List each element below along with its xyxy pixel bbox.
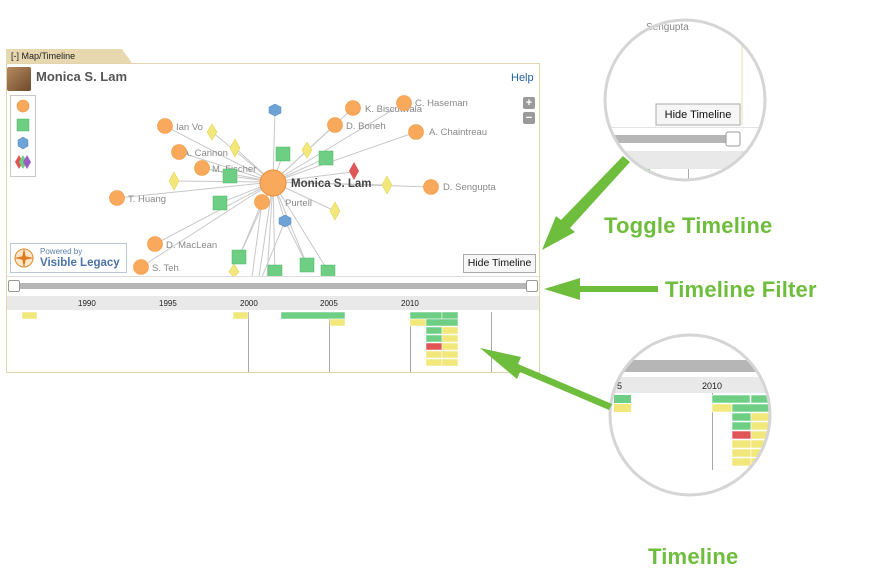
zoom-top-hide-button-label: Hide Timeline xyxy=(665,109,732,121)
powered-by-label: Powered by xyxy=(40,247,83,256)
person-label: S. Teh xyxy=(152,263,179,274)
person-label: T. Huang xyxy=(128,194,166,205)
paper-nodes[interactable] xyxy=(212,146,336,277)
map-timeline-tab[interactable]: [-] Map/Timeline xyxy=(6,49,132,63)
zoom-out-button[interactable]: − xyxy=(523,112,535,124)
compass-icon xyxy=(14,248,34,268)
user-name: Monica S. Lam xyxy=(36,69,128,84)
organization-nodes[interactable] xyxy=(268,103,292,228)
brand-name: Visible Legacy xyxy=(40,257,120,269)
person-nodes[interactable] xyxy=(109,95,439,275)
zoom-bottom-year-left: 5 xyxy=(617,381,622,391)
year-label: 2000 xyxy=(240,299,258,308)
timeline-filter-end-handle[interactable] xyxy=(526,280,538,292)
year-label: 1990 xyxy=(78,299,96,308)
center-person-node[interactable] xyxy=(259,169,287,197)
person-label: Purtell xyxy=(285,198,312,209)
network-graph[interactable]: C. Haseman K. Biscutwala Ian Vo D. Boneh… xyxy=(7,92,539,277)
year-label: 1995 xyxy=(159,299,177,308)
center-person-label: Monica S. Lam xyxy=(291,178,372,190)
timeline-filter-callout: Timeline Filter xyxy=(665,277,817,302)
timeline-bars[interactable] xyxy=(21,311,459,367)
timeline-axis xyxy=(7,296,539,310)
timeline-callout: Timeline xyxy=(648,544,739,569)
legend xyxy=(10,95,36,177)
person-label: A. Cannon xyxy=(183,148,228,159)
timeline-filter-start-handle[interactable] xyxy=(8,280,20,292)
person-label: Ian Vo xyxy=(176,122,203,133)
person-label: C. Haseman xyxy=(415,98,468,109)
legend-topic-icon[interactable] xyxy=(15,155,31,169)
legend-paper-icon[interactable] xyxy=(16,118,30,132)
callout-arrows xyxy=(480,156,658,410)
zoom-in-button[interactable]: + xyxy=(523,97,535,109)
year-label: 2010 xyxy=(401,299,419,308)
graph-divider xyxy=(7,276,539,277)
zoom-top-person-label: Sengupta xyxy=(646,22,689,33)
filter-arrow xyxy=(544,278,658,300)
timeline-arrow xyxy=(480,348,612,410)
topic-nodes[interactable] xyxy=(168,123,393,277)
timeline-filter-track[interactable] xyxy=(13,283,535,289)
zoom-top-magnifier: Sengupta Hide Timeline xyxy=(603,18,767,182)
person-label: K. Biscutwala xyxy=(365,104,423,115)
help-link[interactable]: Help xyxy=(511,72,534,84)
user-avatar xyxy=(7,67,31,91)
zoom-bottom-magnifier: 5 2010 xyxy=(608,333,772,497)
person-label: D. Boneh xyxy=(346,121,386,132)
person-label: D. Sengupta xyxy=(443,182,497,193)
zoom-bottom-year-right: 2010 xyxy=(702,381,722,391)
year-label: 2005 xyxy=(320,299,338,308)
legend-organization-icon[interactable] xyxy=(17,136,29,150)
legend-person-icon[interactable] xyxy=(16,99,30,113)
person-label: A. Chaintreau xyxy=(429,127,487,138)
zoom-top-hide-button xyxy=(655,103,741,126)
hide-timeline-button[interactable]: Hide Timeline xyxy=(463,254,536,273)
toggle-arrow xyxy=(542,156,630,250)
highlighted-topic-node[interactable] xyxy=(349,162,359,180)
toggle-timeline-callout: Toggle Timeline xyxy=(604,213,773,238)
person-label: D. MacLean xyxy=(166,240,217,251)
